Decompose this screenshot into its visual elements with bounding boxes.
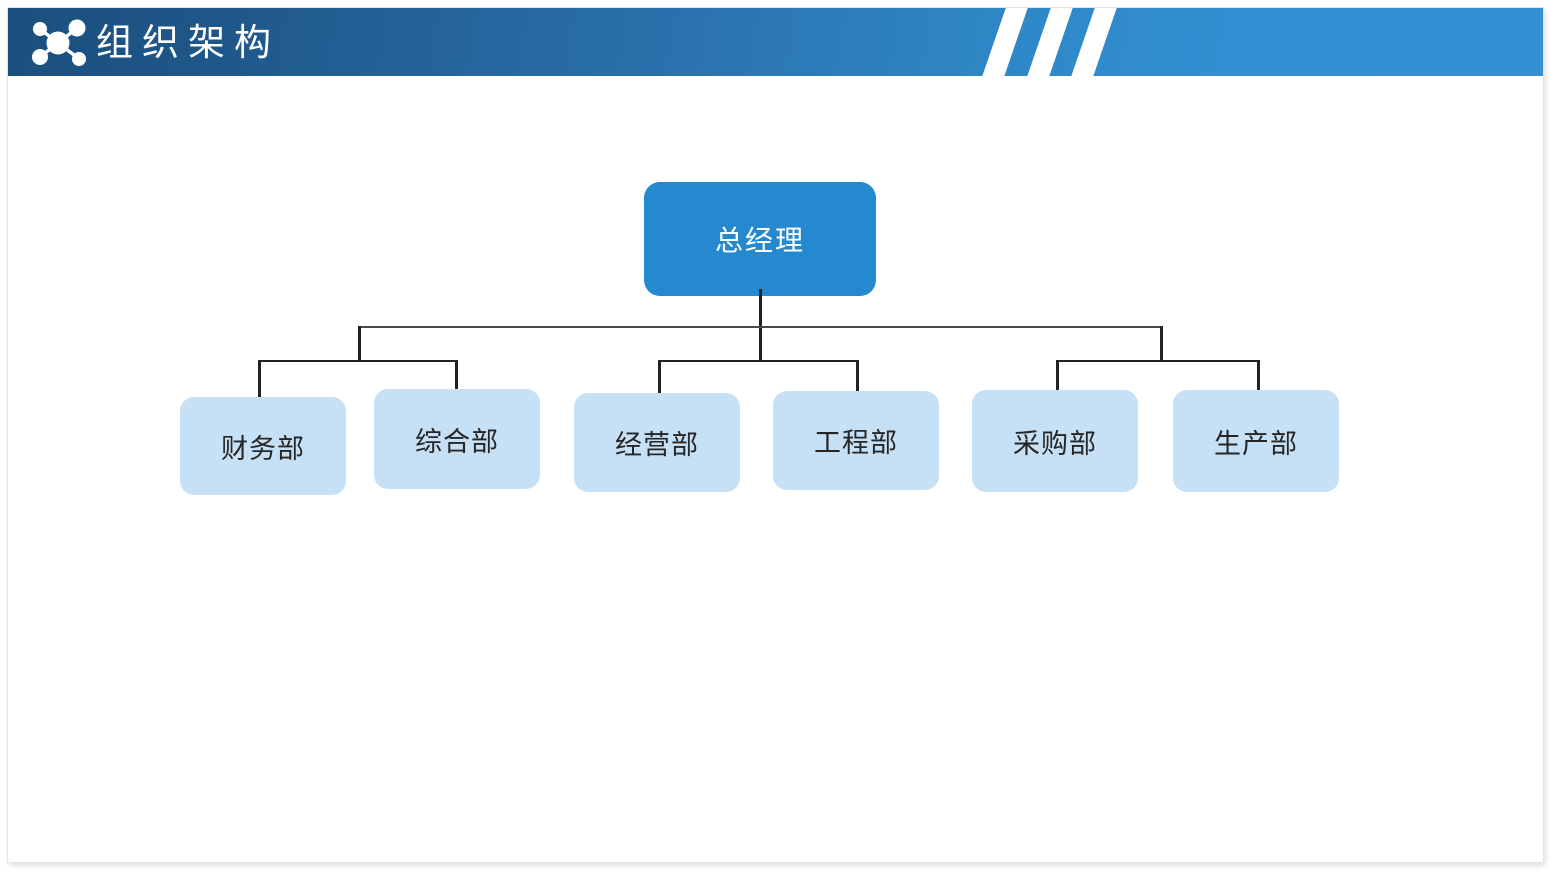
connector-group-right-drop (1160, 326, 1163, 362)
org-node-operations[interactable]: 经营部 (574, 393, 740, 492)
connector-group-left-drop (358, 326, 361, 362)
connector-node-finance (258, 360, 261, 398)
org-node-production[interactable]: 生产部 (1173, 390, 1339, 492)
connector-group-center-bar (658, 360, 859, 362)
network-nodes-icon (27, 18, 89, 68)
connector-main-bus (358, 326, 1162, 328)
connector-node-operations (658, 360, 661, 394)
slide-canvas: 组织架构 总经理 财务部 综合部 经营部 工程部 采购部 生产部 (8, 8, 1543, 862)
org-node-engineering[interactable]: 工程部 (773, 391, 939, 490)
connector-group-left-bar (258, 360, 458, 362)
org-node-general-affairs[interactable]: 综合部 (374, 389, 540, 489)
connector-node-production (1257, 360, 1260, 392)
connector-node-engineering (856, 360, 859, 392)
connector-node-procurement (1056, 360, 1059, 392)
decorative-stripe-1 (972, 8, 1036, 76)
connector-group-right-bar (1056, 360, 1260, 362)
org-chart: 总经理 财务部 综合部 经营部 工程部 采购部 生产部 (8, 76, 1543, 862)
connector-node-general-affairs (455, 360, 458, 390)
decorative-stripe-2 (1017, 8, 1081, 76)
org-node-root[interactable]: 总经理 (644, 182, 876, 296)
org-node-finance[interactable]: 财务部 (180, 397, 346, 495)
org-node-procurement[interactable]: 采购部 (972, 390, 1138, 492)
slide-header: 组织架构 (8, 8, 1543, 76)
decorative-stripe-3 (1061, 8, 1125, 76)
page-title: 组织架构 (96, 22, 280, 63)
connector-root-stem (759, 289, 762, 361)
